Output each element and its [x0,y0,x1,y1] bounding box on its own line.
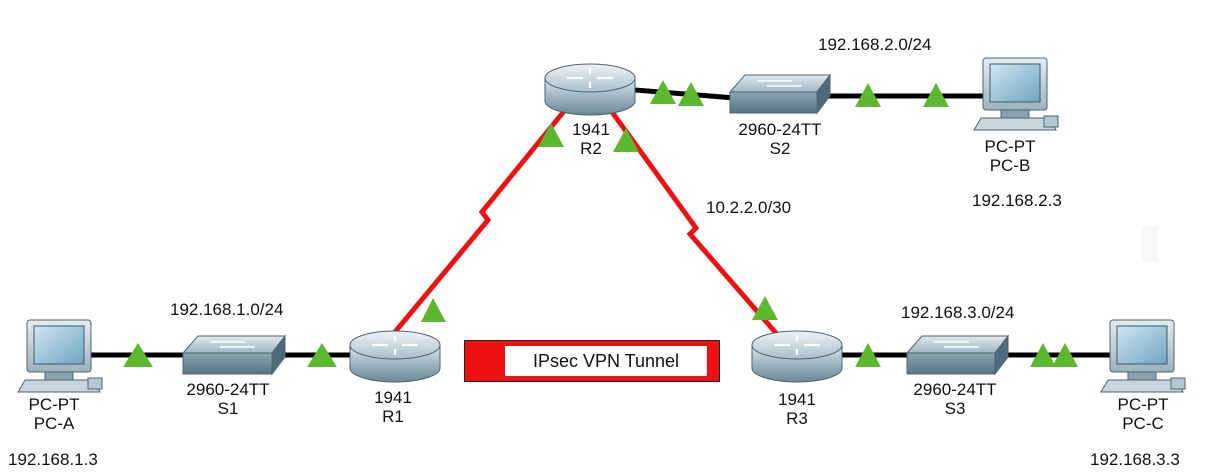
pc-b-ip-label: 192.168.2.3 [964,187,1070,214]
link-up-indicator [1052,343,1078,367]
link-up-indicator [421,298,446,322]
device-model: 1941 [572,120,610,139]
device-name: R1 [382,407,404,426]
lan1-network-label: 192.168.1.0/24 [162,296,292,323]
device-model: 2960-24TT [738,120,822,139]
link-up-indicator [855,83,881,107]
router-icon[interactable] [751,330,843,383]
legend-label: IPsec VPN Tunnel [505,346,707,376]
lan2-network-label: 192.168.2.0/24 [810,31,940,58]
pc-c-ip-label: 192.168.3.3 [1082,446,1188,473]
pc-c-label: PC-PT PC-C [1118,395,1169,433]
link-up-indicator [123,343,153,367]
link-up-indicator [752,296,778,320]
switch-icon[interactable] [728,73,832,115]
serial-r1-r2 [388,108,567,340]
device-name: PC-A [33,414,75,433]
s3-label: 2960-24TT S3 [913,380,996,418]
device-name: R3 [786,409,808,428]
vpn-tunnel-legend: IPsec VPN Tunnel [464,340,720,382]
device-model: 1941 [778,390,816,409]
wan-network-label: 10.2.2.0/30 [698,194,800,221]
blank-marker [1141,226,1157,262]
device-name: PC-B [989,156,1031,175]
device-name: R2 [580,139,602,158]
device-type: PC-PT [984,137,1036,156]
link-up-indicator [923,83,949,107]
r1-label: 1941 R1 [374,388,412,426]
r3-label: 1941 R3 [778,390,816,428]
pc-a-ip-label: 192.168.1.3 [0,446,106,473]
pc-a-label: PC-PT PC-A [29,395,80,433]
device-name: S2 [769,139,791,158]
device-model: 2960-24TT [186,380,270,399]
r2-label: 1941 R2 [572,120,610,158]
link-up-indicator [1030,343,1056,367]
pc-icon[interactable] [1100,319,1186,393]
device-type: PC-PT [1117,395,1169,414]
router-icon[interactable] [349,330,441,383]
pc-icon[interactable] [17,319,103,393]
device-name: S3 [944,399,966,418]
link-up-indicator [855,343,881,367]
lan3-network-label: 192.168.3.0/24 [893,299,1023,326]
device-model: 2960-24TT [913,380,997,399]
pc-icon[interactable] [973,57,1059,131]
router-icon[interactable] [544,63,636,116]
s2-label: 2960-24TT S2 [738,120,821,158]
link-up-indicator [613,128,639,152]
device-name: S1 [217,399,239,418]
link-up-indicator [538,123,564,147]
link-up-indicator [307,343,337,367]
pc-b-label: PC-PT PC-B [985,137,1036,175]
device-type: PC-PT [28,395,80,414]
switch-icon[interactable] [181,334,287,376]
s1-label: 2960-24TT S1 [186,380,269,418]
device-model: 1941 [374,388,412,407]
link-up-indicator [678,82,704,106]
link-status-indicators [123,80,1078,367]
serial-links [388,108,784,342]
serial-r2-r3 [609,110,784,342]
device-name: PC-C [1122,414,1164,433]
link-up-indicator [650,80,676,104]
switch-icon[interactable] [905,334,1010,376]
